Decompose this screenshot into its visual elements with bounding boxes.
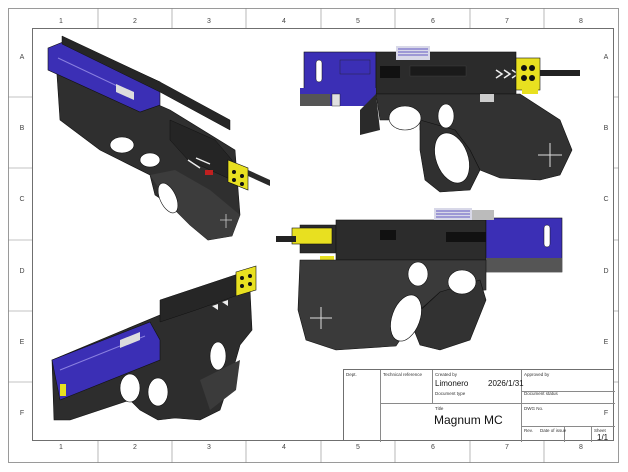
zone-row-label: F <box>19 410 25 417</box>
dept-label: Dept. <box>346 372 357 377</box>
side-view-left <box>276 208 563 351</box>
zone-ticks <box>8 8 619 463</box>
zone-col-label: 3 <box>207 444 211 451</box>
inner-border <box>32 28 614 441</box>
zone-row-label: C <box>19 196 25 203</box>
zone-col-label: 2 <box>133 444 137 451</box>
rev-label: Rev. <box>524 428 533 433</box>
zone-col-label: 4 <box>282 18 286 25</box>
zone-row-label: E <box>19 339 25 346</box>
zone-col-label: 5 <box>356 18 360 25</box>
zone-row-label: D <box>603 268 609 275</box>
sheet-value: 1/1 <box>597 433 609 442</box>
isometric-view-top <box>47 35 270 241</box>
zone-col-label: 7 <box>505 444 509 451</box>
zone-row-label: B <box>603 125 609 132</box>
zone-col-label: 7 <box>505 18 509 25</box>
zone-col-label: 1 <box>59 444 63 451</box>
zone-col-label: 3 <box>207 18 211 25</box>
created-by-value: Limonero <box>435 379 469 388</box>
zone-col-label: 2 <box>133 18 137 25</box>
zone-col-label: 8 <box>579 18 583 25</box>
approved-by-label: Approved by <box>524 372 550 377</box>
zone-col-label: 5 <box>356 444 360 451</box>
isometric-view-bottom <box>51 265 257 421</box>
created-by-label: Created by <box>435 372 458 377</box>
zone-row-label: A <box>603 54 609 61</box>
zone-row-label: E <box>603 339 609 346</box>
doc-type-label: Document type <box>435 391 466 396</box>
zone-col-label: 8 <box>579 444 583 451</box>
title-block: Dept. Technical reference Created by Lim… <box>343 369 615 442</box>
outer-border <box>8 8 619 463</box>
zone-row-label: C <box>603 196 609 203</box>
drawing-title: Magnum MC <box>434 413 503 427</box>
dwg-no-label: DWG No. <box>524 406 544 411</box>
zone-col-label: 1 <box>59 18 63 25</box>
zone-row-label: D <box>19 268 25 275</box>
zone-col-label: 4 <box>282 444 286 451</box>
zone-row-label: B <box>19 125 25 132</box>
issue-date-label: Date of issue <box>540 428 567 433</box>
title-label: Title <box>435 406 444 411</box>
sheet-label: Sheet <box>594 428 606 433</box>
side-view-right <box>300 46 580 193</box>
doc-status-label: Document status <box>524 391 558 396</box>
zone-row-label: F <box>603 410 609 417</box>
zone-col-label: 6 <box>431 444 435 451</box>
zone-col-label: 6 <box>431 18 435 25</box>
created-date-value: 2026/1/31 <box>488 379 524 388</box>
zone-row-label: A <box>19 54 25 61</box>
tech-ref-label: Technical reference <box>383 372 423 377</box>
